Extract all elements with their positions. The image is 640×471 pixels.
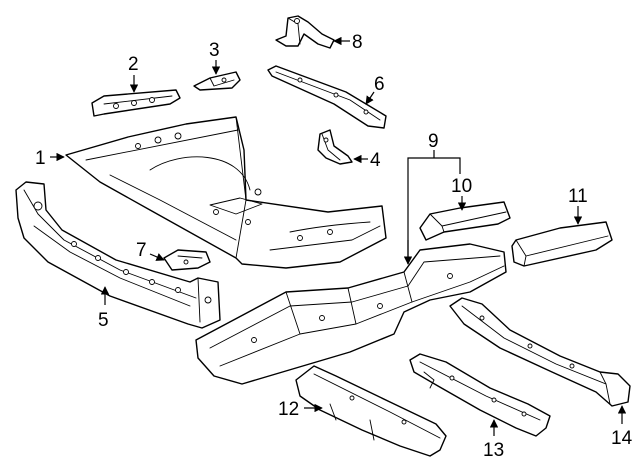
callout-7: 7	[136, 240, 147, 261]
part-6-cross-member[interactable]	[267, 65, 387, 129]
callout-9: 9	[428, 131, 439, 152]
part-8-hanger-bracket[interactable]	[275, 15, 335, 49]
callout-labels: 1 2 3 4 5 6 7 8 9 10 11 12 13 14	[35, 32, 633, 461]
callout-8: 8	[352, 32, 363, 53]
callout-14: 14	[611, 428, 633, 449]
callout-6: 6	[374, 74, 385, 95]
part-1-rear-floor-pan[interactable]	[65, 116, 387, 269]
part-14-long-rail[interactable]	[449, 297, 631, 407]
part-5-rear-cross-member[interactable]	[15, 181, 221, 329]
leader-6	[365, 91, 375, 105]
callout-3: 3	[209, 40, 220, 61]
part-2-floor-brace[interactable]	[91, 89, 181, 117]
part-13-inner-rail[interactable]	[409, 353, 551, 437]
callout-1: 1	[35, 148, 46, 169]
callout-2: 2	[128, 54, 139, 75]
callout-5: 5	[98, 310, 109, 331]
callout-11: 11	[568, 186, 588, 207]
part-9-rear-frame[interactable]	[195, 243, 507, 385]
callout-12: 12	[278, 399, 299, 420]
callout-13: 13	[483, 440, 504, 461]
part-3-bracket[interactable]	[193, 71, 241, 91]
part-11-side-rail[interactable]	[511, 221, 613, 267]
leader-7	[149, 253, 165, 261]
part-12-floor-reinforcement[interactable]	[295, 365, 447, 457]
part-4-small-bracket[interactable]	[317, 129, 353, 165]
part-10-frame-rail[interactable]	[419, 201, 511, 241]
callout-10: 10	[451, 176, 472, 197]
callout-4: 4	[370, 150, 381, 171]
leader-lines	[50, 36, 627, 436]
part-7-gusset[interactable]	[163, 249, 211, 271]
